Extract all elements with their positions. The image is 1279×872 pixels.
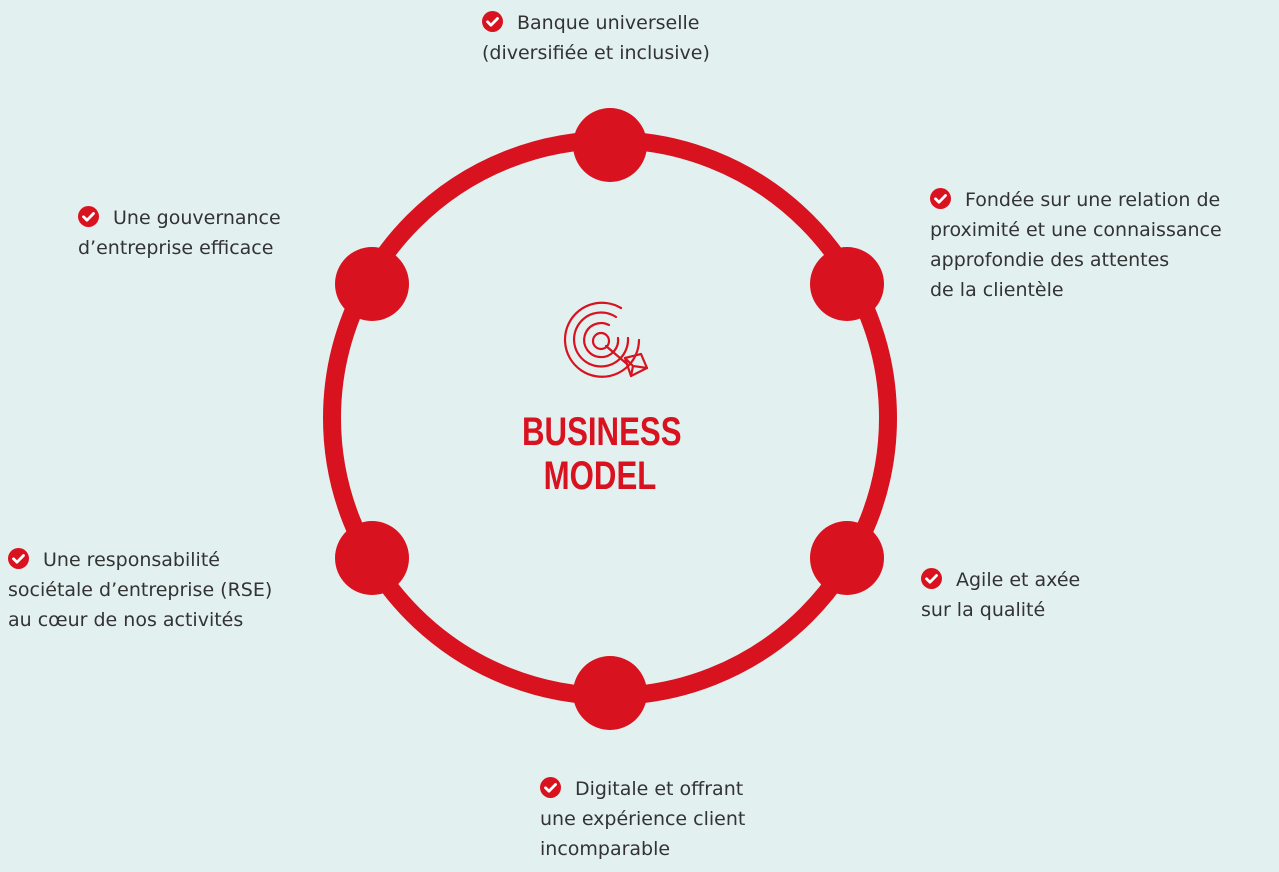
check-circle-icon xyxy=(78,206,99,227)
title-line-1: BUSINESS xyxy=(522,410,682,454)
item-relation-proximite: Fondée sur une relation de proximité et … xyxy=(930,188,1222,301)
ring-node-bottom xyxy=(573,656,647,730)
target-arrow-icon xyxy=(561,296,661,395)
item-agile-qualite: Agile et axée sur la qualité xyxy=(921,568,1081,621)
check-circle-icon xyxy=(8,548,29,569)
ring-node-lower-left xyxy=(335,521,409,595)
item-banque-universelle: Banque universelle (diversifiée et inclu… xyxy=(482,11,710,64)
ring-node-upper-left xyxy=(335,247,409,321)
check-circle-icon xyxy=(930,188,951,209)
item-gouvernance: Une gouvernance d’entreprise efficace xyxy=(78,206,281,259)
item-digitale-experience: Digitale et offrant une expérience clien… xyxy=(540,777,746,860)
check-circle-icon xyxy=(482,11,503,32)
ring-node-top xyxy=(573,108,647,182)
ring-node-upper-right xyxy=(810,247,884,321)
check-circle-icon xyxy=(540,777,561,798)
business-model-title: BUSINESS MODEL xyxy=(522,410,682,498)
ring-node-lower-right xyxy=(810,521,884,595)
item-rse: Une responsabilité sociétale d’entrepris… xyxy=(8,548,273,631)
check-circle-icon xyxy=(921,568,942,589)
title-line-2: MODEL xyxy=(543,454,657,498)
